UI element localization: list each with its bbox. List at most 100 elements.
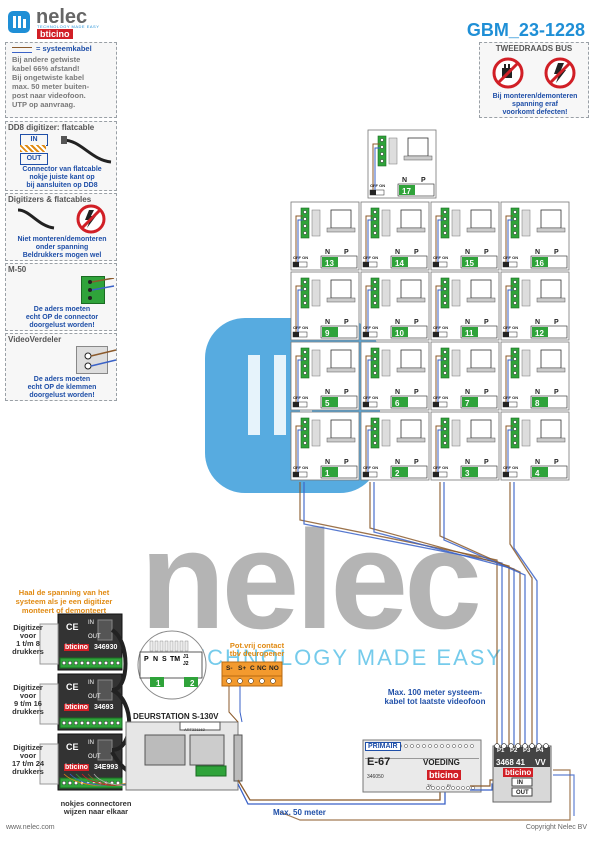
onoff-switch-knob [293,472,299,477]
switch-label: OFF ON [293,395,308,400]
terminal-screw-icon [373,224,377,228]
digitizer-label-line: voor [19,751,37,760]
deurstation-label-plate [179,721,221,731]
onoff-switch-knob [293,262,299,267]
note-line: spanning eraf [512,101,558,108]
footer-left: www.nelec.com [6,824,55,831]
np-terminal-green [532,327,548,337]
terminal-screw-icon [85,660,91,666]
screw-icon [84,349,117,370]
terminal-screw-icon [91,660,97,666]
np-terminal-green [392,397,408,407]
voeding-model: E-67 [367,756,391,768]
system-wire [443,482,526,745]
wire [507,219,513,262]
monitor-base [466,227,496,233]
terminal-block [370,277,380,309]
dip-switch [381,279,391,307]
terminal-screw-icon [443,231,447,235]
terminal-strip [59,717,123,729]
switch-label: OFF ON [433,465,448,470]
unit-number: 14 [395,259,404,268]
terminal-screw-icon [404,744,408,748]
terminal-screw-icon [494,743,500,749]
switch-label: OFF ON [503,325,518,330]
vv-port-label: P1 [497,748,505,754]
dip-switch [451,349,461,377]
wire [437,359,443,402]
terminal-screw-icon [373,441,377,445]
zoom-pin [169,640,174,652]
terminal-screw-icon [456,786,460,790]
terminal-label: C [250,665,255,672]
terminal-screw-icon [443,301,447,305]
unit-number: 6 [395,399,400,408]
terminal-screw-icon [97,720,103,726]
terminal-screw-icon [303,357,307,361]
np-terminal-green [532,397,548,407]
note-digitizers: Digitizers & flatcables Niet monteren/de… [5,193,117,261]
vv-name: VV [535,758,546,767]
switch-label: OFF ON [293,465,308,470]
zoom-pin [174,640,179,652]
terminal-screw-icon [109,660,115,666]
monitor-screen-icon [330,349,352,369]
terminal-screw-icon [67,780,73,786]
dip-switch [311,419,321,447]
np-terminal-green [532,257,548,267]
np-terminal-green [392,467,408,477]
np-terminal-green [462,397,478,407]
terminal-p-label: P [421,177,426,184]
terminal-screw-icon [303,371,307,375]
wire [507,429,513,472]
note-line: echt OP de klemmen [27,384,97,391]
terminal-screw-icon [373,434,377,438]
cable-swatch-icon [12,47,32,53]
terminal-n-label: N [465,319,470,326]
terminal-n-label: N [325,249,330,256]
digitizer-brand: bticino [64,704,89,711]
terminal-p-label: P [344,249,349,256]
terminal-screw-icon [61,720,67,726]
terminal-n-label: N [395,459,400,466]
zoom-pin [159,640,164,652]
terminal-screw-icon [458,744,462,748]
unit-number: 3 [465,469,470,478]
logo-mark-icon [8,11,30,33]
digitizer-label-line: drukkers [12,707,44,716]
zoom-pin [154,640,159,652]
monitor-base [396,227,426,233]
monitor-screen-icon [470,349,492,369]
dip-switch [521,419,531,447]
onoff-switch-knob [433,332,439,337]
logo-name: nelec [36,6,88,28]
system-wire [513,482,538,745]
note-line: echt OP de connector [25,314,99,321]
terminal-screw-icon [513,301,517,305]
terminal-label: TM [170,656,181,663]
terminal-n-label: N [402,177,407,184]
terminal-p-label: P [554,389,559,396]
terminal-screw-icon [443,287,447,291]
wire [365,425,373,472]
terminal-p-label: P [554,319,559,326]
onoff-switch-knob [370,190,376,195]
terminal-n-label: N [395,389,400,396]
terminal-p-label: P [554,459,559,466]
digitizer-in: IN [88,680,94,686]
no-power-icon [76,204,106,234]
terminal-screw-icon [303,224,307,228]
digitizer-label-line: voor [19,631,37,640]
onoff-switch-knob [503,262,509,267]
terminal-screw-icon [91,720,97,726]
note-line: De aders moeten [33,306,91,313]
voeding-pi: PI [447,783,451,788]
dip-switch [521,209,531,237]
terminal-screw-icon [226,678,232,684]
